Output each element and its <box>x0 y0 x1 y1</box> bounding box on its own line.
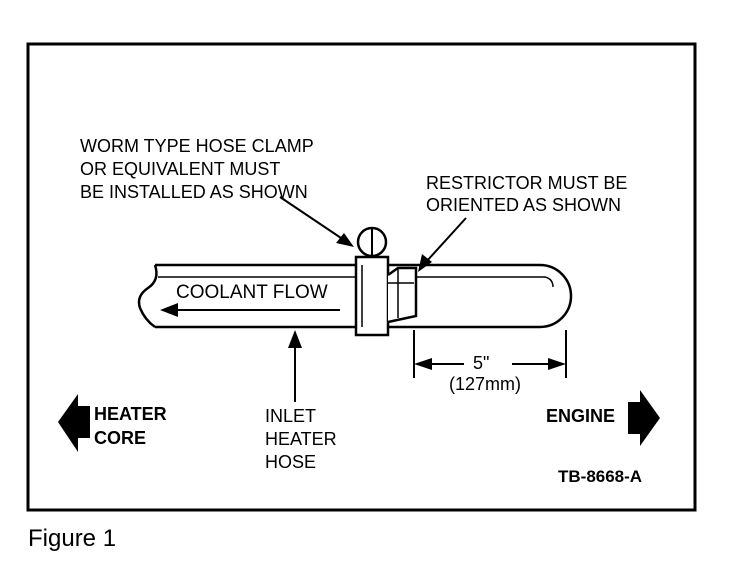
restrictor-note-line2: ORIENTED AS SHOWN <box>426 195 621 215</box>
clamp-note-line3: BE INSTALLED AS SHOWN <box>80 182 308 202</box>
clamp-leader-arrow <box>279 196 354 247</box>
inlet-label-line2: HEATER <box>265 429 337 449</box>
coolant-flow-arrow <box>160 303 340 317</box>
heater-core-arrow-icon <box>58 394 78 452</box>
dimension-inches: 5" <box>473 353 489 373</box>
engine-arrow-shaft <box>628 402 640 434</box>
inlet-label-line3: HOSE <box>265 452 316 472</box>
heater-hose <box>137 263 573 329</box>
engine-arrow-icon <box>640 390 660 446</box>
hose-clamp <box>354 226 390 337</box>
restrictor-note-line1: RESTRICTOR MUST BE <box>426 173 627 193</box>
heater-core-arrow-shaft <box>78 406 90 438</box>
clamp-note-line1: WORM TYPE HOSE CLAMP <box>80 136 314 156</box>
figure-frame <box>26 42 697 512</box>
heater-core-label-line1: HEATER <box>94 404 167 424</box>
dimension-line <box>413 330 567 378</box>
dimension-mm: (127mm) <box>449 374 521 394</box>
inlet-label-line1: INLET <box>265 406 316 426</box>
inlet-hose-arrow <box>288 330 302 402</box>
figure-caption: Figure 1 <box>28 525 116 552</box>
engine-label: ENGINE <box>546 406 615 426</box>
restrictor-leader-arrow <box>418 217 467 272</box>
coolant-flow-label: COOLANT FLOW <box>176 282 328 303</box>
heater-core-label-line2: CORE <box>94 428 146 448</box>
restrictor <box>387 266 418 324</box>
drawing-id: TB-8668-A <box>558 467 642 486</box>
clamp-note-line2: OR EQUIVALENT MUST <box>80 159 280 179</box>
